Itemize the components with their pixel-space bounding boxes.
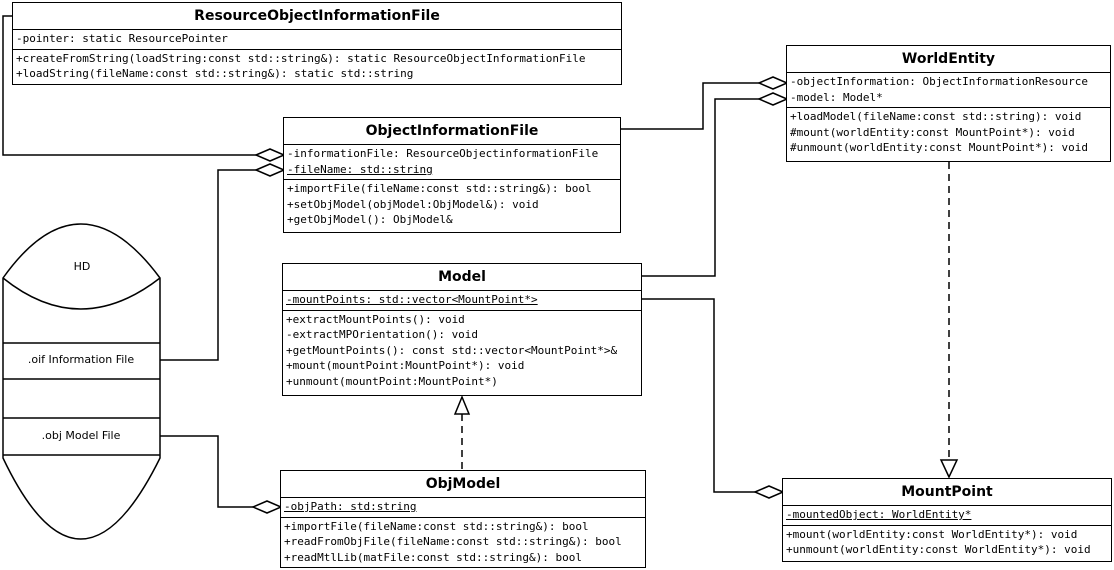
class-object-information-file: ObjectInformationFile -informationFile: … — [283, 117, 621, 233]
class-title: WorldEntity — [787, 46, 1110, 73]
realization-arrowhead — [453, 395, 471, 415]
connector-oiffile-to-oif — [160, 169, 256, 361]
class-operations: +importFile(fileName:const std::string&)… — [284, 180, 620, 230]
operation-row: +readMtlLib(matFile:const std::string&):… — [284, 550, 583, 564]
attribute-row: -objectInformation: ObjectInformationRes… — [790, 75, 1089, 88]
class-operations: +extractMountPoints(): void -extractMPOr… — [283, 311, 641, 392]
class-objmodel: ObjModel -objPath: std:string +importFil… — [280, 470, 646, 568]
class-model: Model -mountPoints: std::vector<MountPoi… — [282, 263, 642, 396]
hd-outline — [2, 223, 161, 540]
connector-oif-to-world — [621, 82, 759, 130]
operation-row: +createFromString(loadString:const std::… — [16, 51, 586, 65]
operation-row: +unmount(worldEntity:const WorldEntity*)… — [786, 543, 1091, 556]
attribute-row: -mountedObject: WorldEntity* — [786, 508, 972, 521]
attribute-row: -objPath: std:string — [284, 500, 417, 513]
attribute-row: -fileName: std::string — [287, 162, 433, 176]
class-title: ResourceObjectInformationFile — [13, 3, 621, 30]
connector-model-to-world — [641, 98, 759, 277]
class-attributes: -objPath: std:string — [281, 498, 645, 518]
class-operations: +loadModel(fileName:const std::string): … — [787, 108, 1110, 158]
connector-rof-to-oif — [2, 15, 256, 156]
operation-row: +getObjModel(): ObjModel& — [287, 213, 453, 226]
class-mount-point: MountPoint -mountedObject: WorldEntity* … — [782, 478, 1112, 562]
operation-row: +loadModel(fileName:const std::string): … — [790, 110, 1082, 123]
connector-model-to-mount — [641, 298, 755, 493]
operation-row: +getMountPoints(): const std::vector<Mou… — [286, 343, 618, 357]
class-title: Model — [283, 264, 641, 291]
attribute-row: -mountPoints: std::vector<MountPoint*> — [286, 293, 538, 306]
attribute-row: -informationFile: ResourceObjectinformat… — [287, 147, 599, 160]
attribute-row: -model: Model* — [790, 90, 883, 104]
class-resource-object-information-file: ResourceObjectInformationFile -pointer: … — [12, 2, 622, 85]
operation-row: +extractMountPoints(): void — [286, 312, 465, 326]
aggregation-diamond-oif-2 — [254, 163, 286, 177]
class-title: ObjModel — [281, 471, 645, 498]
aggregation-diamond-world-1 — [757, 76, 789, 90]
class-attributes: -pointer: static ResourcePointer — [13, 30, 621, 50]
oif-file-label: .oif Information File — [27, 353, 135, 366]
class-operations: +importFile(fileName:const std::string&)… — [281, 518, 645, 568]
obj-file-label: .obj Model File — [41, 429, 121, 442]
hd-title: HD — [73, 260, 91, 273]
hd-top-curve — [2, 277, 161, 310]
attribute-row: -pointer: static ResourcePointer — [16, 32, 228, 45]
class-attributes: -informationFile: ResourceObjectinformat… — [284, 145, 620, 180]
hd-storage — [2, 223, 161, 540]
class-title: MountPoint — [783, 479, 1111, 506]
aggregation-diamond-objmodel — [251, 500, 283, 514]
class-title: ObjectInformationFile — [284, 118, 620, 145]
operation-row: +setObjModel(objModel:ObjModel&): void — [287, 197, 539, 211]
aggregation-diamond-mount — [753, 485, 785, 499]
operation-row: +readFromObjFile(fileName:const std::str… — [284, 535, 622, 548]
class-attributes: -mountedObject: WorldEntity* — [783, 506, 1111, 526]
connector-objfile-to-objmodel — [160, 435, 253, 508]
operation-row: +mount(worldEntity:const WorldEntity*): … — [786, 527, 1078, 541]
operation-row: +mount(mountPoint:MountPoint*): void — [286, 359, 525, 372]
operation-row: +unmount(mountPoint:MountPoint*) — [286, 374, 498, 388]
operation-row: +loadString(fileName:const std::string&)… — [16, 67, 414, 80]
aggregation-diamond-world-2 — [757, 92, 789, 106]
class-attributes: -objectInformation: ObjectInformationRes… — [787, 73, 1110, 108]
operation-row: #unmount(worldEntity:const MountPoint*):… — [790, 141, 1089, 154]
class-operations: +mount(worldEntity:const WorldEntity*): … — [783, 526, 1111, 560]
aggregation-diamond-oif-1 — [254, 148, 286, 162]
class-operations: +createFromString(loadString:const std::… — [13, 50, 621, 84]
class-world-entity: WorldEntity -objectInformation: ObjectIn… — [786, 45, 1111, 162]
operation-row: #mount(worldEntity:const MountPoint*): v… — [790, 125, 1075, 139]
operation-row: +importFile(fileName:const std::string&)… — [287, 182, 592, 195]
operation-row: -extractMPOrientation(): void — [286, 328, 479, 341]
class-attributes: -mountPoints: std::vector<MountPoint*> — [283, 291, 641, 311]
operation-row: +importFile(fileName:const std::string&)… — [284, 519, 589, 533]
dependency-arrowhead — [939, 459, 959, 479]
